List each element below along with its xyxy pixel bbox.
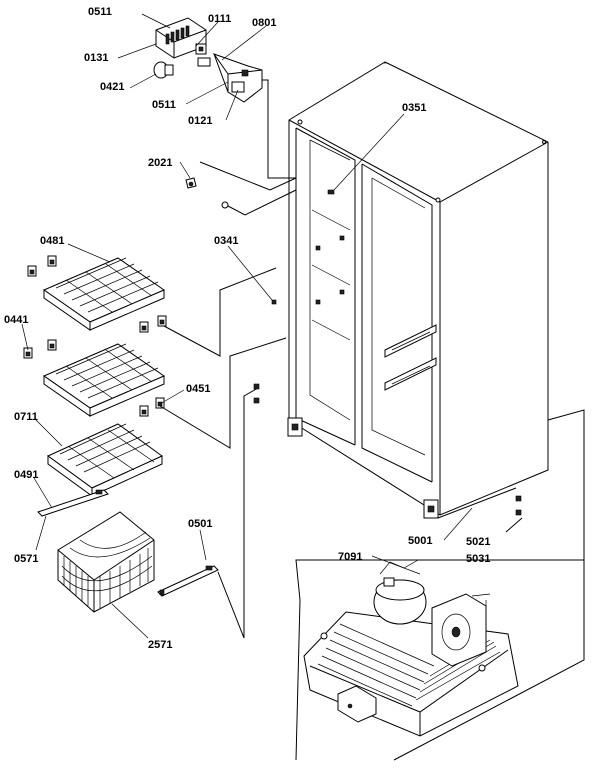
callout-0511-top: 0511: [88, 6, 112, 18]
leader-machine-right: [393, 409, 585, 761]
leader-fan-to-cabinet: [262, 79, 296, 179]
leader-5021: [505, 517, 523, 533]
callout-0111: 0111: [208, 13, 231, 25]
hinge-screws: [253, 299, 277, 404]
callout-0341: 0341: [214, 235, 238, 247]
slide-rail-0491: [37, 489, 109, 517]
callout-2571: 2571: [148, 639, 172, 651]
callout-5021: 5021: [466, 536, 490, 548]
callout-0451: 0451: [186, 383, 210, 395]
leader-7091: [371, 555, 421, 575]
callout-7091: 7091: [338, 551, 362, 563]
callout-5001: 5001: [408, 535, 432, 547]
leader-5001: [437, 487, 517, 519]
callout-5031: 5031: [466, 553, 490, 565]
callout-0441: 0441: [4, 314, 28, 326]
slide-rail-0501: [157, 565, 219, 597]
leader-2021: [199, 161, 297, 191]
machine-compartment: [303, 559, 519, 737]
callout-0121: 0121: [188, 115, 212, 127]
callout-leaders: [21, 13, 473, 639]
callout-0481: 0481: [40, 235, 64, 247]
callout-0571: 0571: [14, 553, 38, 565]
leader-shelf-0451: [159, 337, 287, 449]
callout-0351: 0351: [402, 102, 426, 114]
basket-2571: [57, 511, 155, 613]
leader-shelves: [163, 267, 277, 357]
sensor-part: [185, 177, 297, 216]
callout-2021: 2021: [148, 157, 172, 169]
leader-machine-frame: [295, 559, 584, 761]
leveler-leg: [515, 509, 522, 516]
leveler-screw: [515, 495, 522, 502]
shelf-0481: [27, 255, 167, 333]
callout-0491: 0491: [14, 469, 38, 481]
callout-0131: 0131: [84, 52, 108, 64]
leader-basket: [217, 387, 259, 639]
shelf-0441: [23, 339, 166, 417]
callout-0801: 0801: [252, 17, 276, 29]
refrigerator-cabinet: [287, 61, 549, 519]
callout-0501: 0501: [188, 518, 212, 530]
fan-assembly: [153, 17, 263, 103]
callout-0421: 0421: [100, 81, 124, 93]
callout-0511-mid: 0511: [152, 99, 176, 111]
callout-0711: 0711: [14, 411, 38, 423]
shelf-0711: [47, 423, 163, 497]
